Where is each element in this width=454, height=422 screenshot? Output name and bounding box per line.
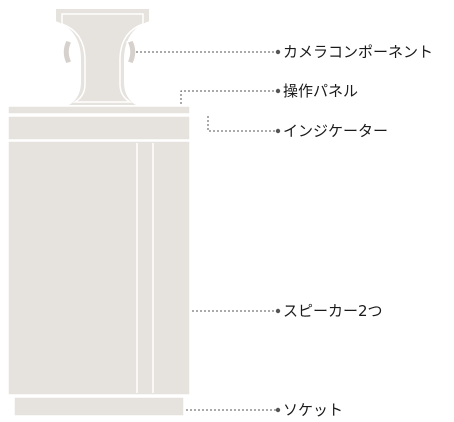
label-speakers: スピーカー2つ	[283, 302, 383, 320]
leader-dot-indicator	[275, 128, 281, 134]
leader-dot-socket	[275, 407, 281, 413]
leader-dot-camera	[275, 49, 281, 55]
control-panel	[7, 105, 191, 115]
leader-dot-speakers	[275, 308, 281, 314]
leader-lines	[136, 51, 278, 411]
indicator-band	[7, 115, 191, 141]
camera-lens-left	[62, 39, 74, 65]
leader-dot-panel	[275, 88, 281, 94]
socket-base	[13, 396, 185, 417]
camera-lens-right	[125, 39, 137, 65]
camera-inner-outline	[61, 13, 144, 103]
leader-indicator	[207, 116, 278, 132]
speaker-body	[7, 140, 191, 396]
label-camera-component: カメラコンポーネント	[283, 43, 434, 61]
label-socket: ソケット	[283, 401, 344, 419]
leader-endpoints	[275, 49, 281, 413]
leader-panel	[180, 90, 278, 104]
label-indicator: インジケーター	[283, 122, 389, 140]
label-control-panel: 操作パネル	[283, 82, 359, 100]
